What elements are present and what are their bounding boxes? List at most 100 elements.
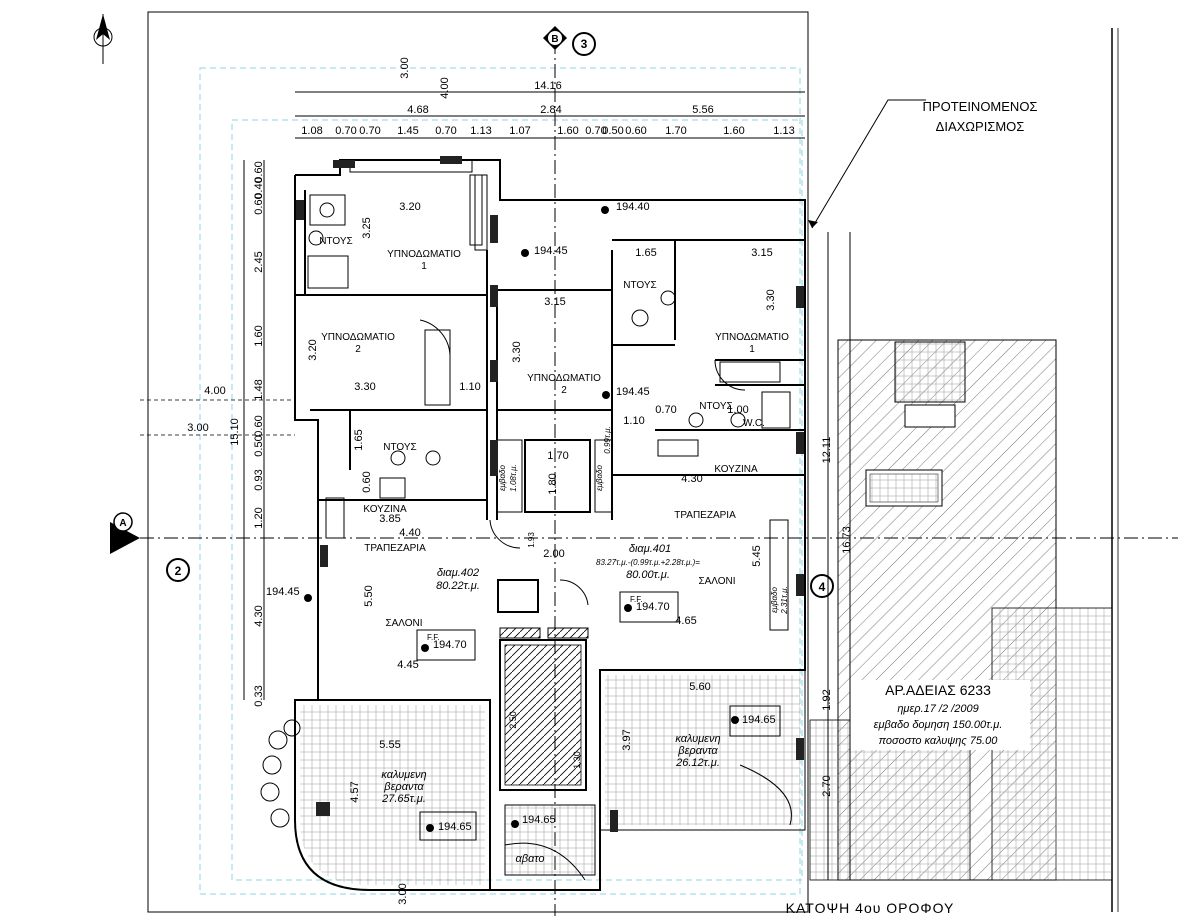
callout-leader — [811, 99, 926, 229]
room-bedroom2-left-no: 2 — [355, 344, 361, 355]
room-kitchen-right: ΚΟΥΖΙΝΑ — [714, 464, 758, 475]
dim-1-10-b: 1.10 — [623, 415, 644, 427]
dim-3-30-b: 3.30 — [511, 341, 523, 362]
permit-date: ημερ.17 /2 /2009 — [897, 703, 978, 715]
dim-1-07: 1.07 — [509, 125, 530, 137]
room-kitchen-left: ΚΟΥΖΙΝΑ — [363, 504, 407, 515]
dim-1-60a: 1.60 — [557, 125, 578, 137]
level-veranda-left: 194.65 — [438, 821, 472, 833]
dim-4-00-left: 4.00 — [204, 385, 225, 397]
room-dining-left: ΤΡΑΠΕΖΑΡΙΑ — [364, 543, 426, 554]
proposed-division-line1: ΠΡΟΤΕΙΝΟΜΕΝΟΣ — [923, 99, 1038, 114]
dim-2-70: 2.70 — [821, 775, 833, 796]
room-bedroom1-right: ΥΠΝΟΔΩΜΑΤΙΟ — [715, 332, 789, 343]
room-bedroom1-left-no: 1 — [421, 261, 427, 272]
dim-2-00: 2.00 — [543, 548, 564, 560]
veranda-right-2: βεραντα — [677, 745, 718, 757]
dim-1-08: 1.08 — [301, 125, 322, 137]
axis-marker-4: 4 — [810, 574, 834, 598]
dim-left-1-48: 1.48 — [253, 379, 265, 400]
drawing-title: ΚΑΤΟΨΗ 4ου ΟΡΟΦΟΥ — [786, 900, 955, 916]
dim-1-45: 1.45 — [397, 125, 418, 137]
ff-tag-left: F.F. — [427, 633, 439, 642]
dim-5-60: 5.60 — [689, 681, 710, 693]
dim-14-16: 14.16 — [534, 80, 562, 92]
dim-0-70d: 0.70 — [585, 125, 606, 137]
level-194-40: 194.40 — [616, 201, 650, 213]
shaft3-area: 2.31τ.μ. — [780, 586, 789, 614]
veranda-right-area: 26.12τ.μ. — [675, 757, 720, 769]
proposed-division-line2: ΔΙΑΧΩΡΙΣΜΟΣ — [936, 119, 1025, 134]
axis-b-label: B — [551, 34, 558, 45]
axis-marker-a: A — [110, 512, 140, 554]
room-shower-left-top: ΝΤΟΥΣ — [319, 236, 352, 247]
veranda-left-1: καλυμενη — [381, 769, 426, 781]
dim-3-25: 3.25 — [361, 217, 373, 238]
dim-5-50: 5.50 — [363, 585, 375, 606]
dim-left-0-60a: 0.60 — [253, 161, 265, 182]
dim-3-30-a: 3.30 — [354, 381, 375, 393]
dim-0-70-r: 0.70 — [655, 404, 676, 416]
dim-left-0-60b: 0.60 — [253, 193, 265, 214]
room-bedroom1-right-no: 1 — [749, 344, 755, 355]
axis-2-label: 2 — [175, 564, 182, 578]
room-living-right: ΣΑΛΟΝΙ — [698, 576, 735, 587]
room-bedroom1-left: ΥΠΝΟΔΩΜΑΤΙΟ — [387, 249, 461, 260]
avato-label: αβατο — [516, 853, 545, 865]
veranda-left-2: βεραντα — [383, 781, 424, 793]
dim-left-15-10: 15.10 — [229, 418, 241, 446]
dim-3-85: 3.85 — [379, 513, 400, 525]
dim-16-73: 16.73 — [841, 526, 853, 554]
dim-4-45: 4.45 — [397, 659, 418, 671]
dim-1-65-b: 1.65 — [353, 429, 365, 450]
dim-left-4-30: 4.30 — [253, 605, 265, 626]
dim-4-30-r: 4.30 — [681, 473, 702, 485]
shaft2-area: 0.99τ.μ. — [603, 426, 612, 453]
ff-tag-right: F.F. — [630, 595, 642, 604]
dim-3-00-left: 3.00 — [187, 422, 208, 434]
dim-3-20-b: 3.20 — [307, 339, 319, 360]
dim-1-65-a: 1.65 — [635, 247, 656, 259]
dim-1-80-lift: 1.80 — [547, 473, 559, 494]
permit-area: εμβαδο δομηση 150.00τ.μ. — [874, 719, 1003, 731]
room-shower-right-top: ΝΤΟΥΣ — [623, 280, 656, 291]
axis-marker-3: 3 — [572, 32, 596, 56]
planting-icon — [260, 719, 301, 828]
dim-4-40: 4.40 — [399, 527, 420, 539]
dim-1-70: 1.70 — [665, 125, 686, 137]
axis-marker-2: 2 — [166, 558, 190, 582]
level-ff-194-70-right: 194.70 — [636, 601, 670, 613]
dim-3-20-a: 3.20 — [399, 201, 420, 213]
dim-3-15-a: 3.15 — [544, 296, 565, 308]
setback-line — [199, 67, 801, 895]
dim-2-50: 2.50 — [508, 711, 518, 729]
dim-left-2-45: 2.45 — [253, 251, 265, 272]
level-194-45-b: 194.45 — [616, 386, 650, 398]
dim-1-92: 1.92 — [821, 689, 833, 710]
dim-3-00-top: 3.00 — [399, 57, 411, 78]
dim-left-0-50: 0.50 — [253, 435, 265, 456]
dim-0-50: 0.50 — [602, 125, 623, 137]
room-wc: W.C. — [743, 418, 765, 429]
dim-1-13b: 1.13 — [773, 125, 794, 137]
dim-0-70b: 0.70 — [359, 125, 380, 137]
building-walls — [260, 156, 806, 891]
level-ff-194-70-left: 194.70 — [433, 639, 467, 651]
apt-401-name: διαμ.401 — [629, 543, 671, 555]
apt-401-area: 80.00τ.μ. — [626, 569, 670, 581]
apt-402-area: 80.22τ.μ. — [436, 580, 480, 592]
room-living-left: ΣΑΛΟΝΙ — [385, 618, 422, 629]
dim-1-13a: 1.13 — [470, 125, 491, 137]
dim-5-45: 5.45 — [751, 545, 763, 566]
shaft1-label: εμβαδο — [498, 464, 507, 490]
shaft1-area: 1.08τ.μ. — [509, 464, 518, 491]
veranda-right-1: καλυμενη — [675, 733, 720, 745]
dim-1-00: 1.00 — [727, 404, 748, 416]
dim-1-60b: 1.60 — [723, 125, 744, 137]
dim-3-30-c: 3.30 — [765, 289, 777, 310]
dim-12-11: 12.11 — [821, 437, 833, 464]
axis-3-label: 3 — [581, 37, 588, 51]
axis-marker-b: B — [543, 26, 567, 50]
axis-a-label: A — [119, 518, 126, 529]
